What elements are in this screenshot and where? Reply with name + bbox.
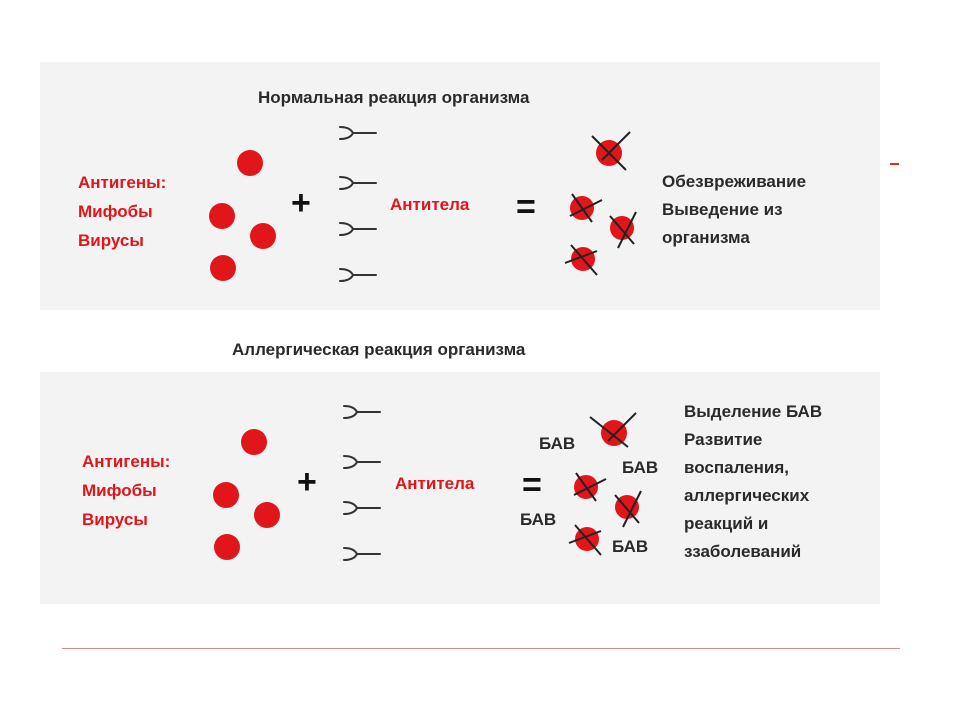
slide-decoration-mark [890,163,899,165]
antibody-icon [344,456,380,468]
neutralized-antigen-icon [590,413,636,447]
neutralized-antigen-icon [569,525,601,555]
neutralized-antigen-icon [565,245,597,275]
antibody-icon [344,406,380,418]
neutralized-antigen-icon [570,194,602,222]
antibody-icon [340,269,376,281]
neutralized-antigen-icon [592,132,630,170]
antibody-icon [340,223,376,235]
neutralized-antigen-icon [615,491,641,527]
antibody-icon [340,177,376,189]
neutralized-antigen-icon [574,473,606,501]
antibody-icon [340,127,376,139]
antibody-icon [344,502,380,514]
antibody-icon [344,548,380,560]
neutralized-antigen-icon [610,212,636,248]
slide-footer-divider [62,648,900,649]
